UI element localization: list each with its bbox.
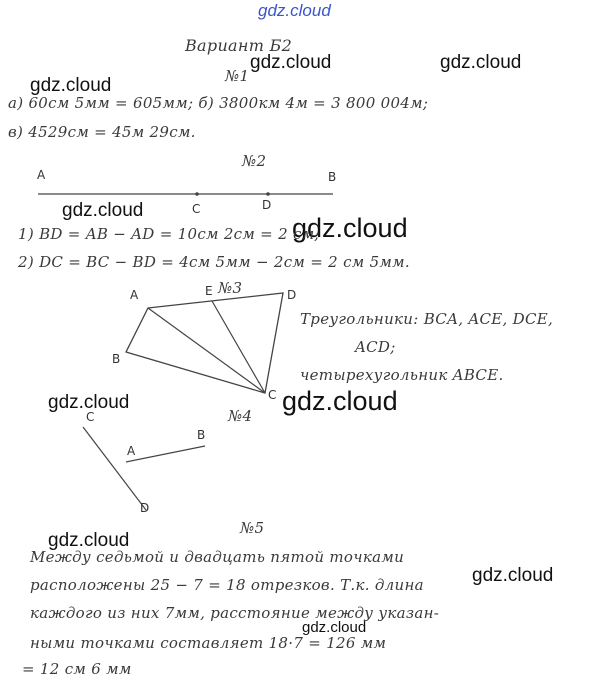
label-point-a: A	[130, 288, 139, 302]
watermark: gdz.cloud	[250, 52, 332, 73]
label-point-c: C	[268, 388, 277, 402]
label-point-b: B	[328, 170, 337, 184]
label-point-d: D	[140, 501, 150, 515]
watermark: gdz.cloud	[30, 75, 112, 96]
task1-line1: а) 60см 5мм = 605мм; б) 3800км 4м = 3 80…	[8, 94, 429, 112]
task2-line2: 2) DC = BC − BD = 4см 5мм − 2см = 2 см 5…	[18, 253, 410, 271]
task1-line2: в) 4529см = 45м 29см.	[8, 123, 196, 141]
task5-number: №5	[240, 519, 265, 537]
label-point-a: A	[127, 444, 136, 458]
watermark: gdz.cloud	[302, 619, 367, 636]
label-point-c: C	[86, 410, 95, 424]
task3-line3: четырехугольник ABCE.	[300, 366, 504, 384]
watermark: gdz.cloud	[282, 386, 398, 416]
task2-line1: 1) BD = AB − AD = 10см 2см = 2 см;	[18, 225, 320, 243]
segment-ab-task4	[125, 445, 206, 463]
task3-line1: Треугольники: BCA, ACE, DCE,	[300, 310, 554, 328]
task5-line5: = 12 см 6 мм	[22, 660, 132, 678]
label-point-c: C	[192, 202, 201, 216]
task2-number: №2	[242, 152, 267, 170]
watermark: gdz.cloud	[48, 392, 130, 413]
segment-ac	[147, 307, 266, 394]
watermark: gdz.cloud	[440, 52, 522, 73]
label-point-b: B	[112, 352, 121, 366]
task1-number: №1	[225, 67, 250, 85]
task4-number: №4	[228, 407, 253, 425]
label-point-d: D	[287, 288, 297, 302]
label-point-b: B	[197, 428, 206, 442]
point-c	[195, 192, 199, 196]
task5-line3: каждого из них 7мм, расстояние между ука…	[30, 604, 440, 622]
point-d	[266, 192, 270, 196]
task3-line2: ACD;	[355, 338, 396, 356]
quadrilateral-figure	[125, 292, 284, 394]
task5-line4: ными точками составляет 18·7 = 126 мм	[30, 634, 387, 652]
segment-ec	[211, 300, 266, 394]
segment-cd	[82, 426, 147, 511]
label-point-a: A	[37, 168, 46, 182]
watermark: gdz.cloud	[62, 200, 144, 221]
watermark: gdz.cloud	[472, 565, 554, 586]
variant-title: Вариант Б2	[185, 36, 293, 55]
watermark: gdz.cloud	[48, 530, 130, 551]
label-point-d: D	[262, 198, 272, 212]
label-point-e: E	[205, 284, 213, 298]
task5-line1: Между седьмой и двадцать пятой точками	[30, 548, 405, 566]
watermark-top: gdz.cloud	[258, 1, 331, 20]
task5-line2: расположены 25 − 7 = 18 отрезков. Т.к. д…	[30, 576, 424, 594]
watermark: gdz.cloud	[292, 213, 408, 243]
task3-number: №3	[218, 279, 243, 297]
